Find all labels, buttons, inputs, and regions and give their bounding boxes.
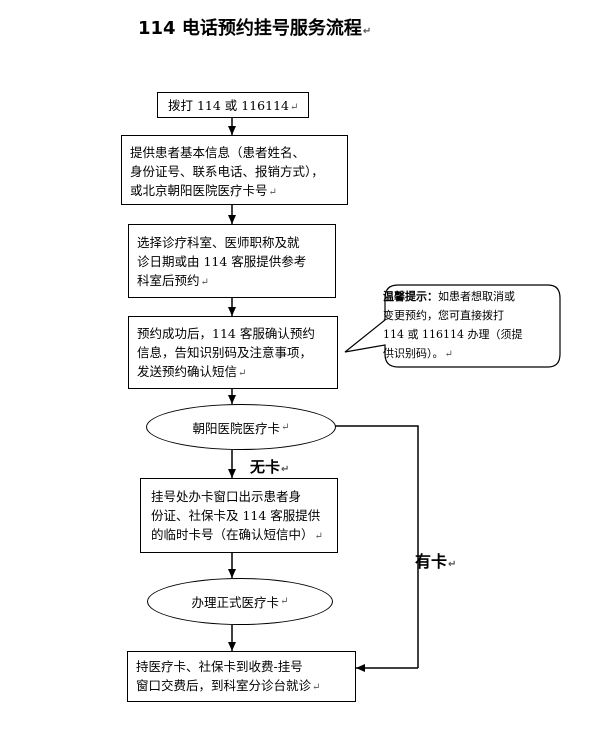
step-select-line: 选择诊疗科室、医师职称及就 <box>137 235 300 250</box>
step-final-line: 窗口交费后，到科室分诊台就诊 <box>136 678 312 693</box>
card-check-ellipse: 朝阳医院医疗卡↵ <box>146 404 336 450</box>
step-select-line: 诊日期或由 114 客服提供参考 <box>137 254 307 269</box>
page-title: 114 电话预约挂号服务流程↵ <box>138 18 372 39</box>
make-card-text: 办理正式医疗卡 <box>191 595 280 610</box>
tip-line: 供识别码）。 <box>383 347 444 360</box>
card-check-text: 朝阳医院医疗卡 <box>192 420 281 436</box>
tip-line: 如患者想取消或 <box>438 290 515 303</box>
arrow-has-card-path <box>335 425 419 668</box>
step-confirm-line: 预约成功后，114 客服确认预约 <box>137 326 315 341</box>
has-card-label: 有卡↵ <box>415 552 457 571</box>
step-temp-card-box: 挂号处办卡窗口出示患者身 份证、社保卡及 114 客服提供 的临时卡号（在确认短… <box>140 478 338 553</box>
tip-callout-text: 温馨提示：如患者想取消或 变更预约，您可直接拨打 114 或 116114 办理… <box>383 287 553 364</box>
no-card-label: 无卡↵ <box>250 458 290 476</box>
step-temp-card-line: 的临时卡号（在确认短信中） <box>151 527 314 542</box>
tip-label: 温馨提示： <box>383 290 438 303</box>
step-temp-card-line: 份证、社保卡及 114 客服提供 <box>151 508 321 523</box>
step-temp-card-line: 挂号处办卡窗口出示患者身 <box>151 489 302 504</box>
step-info-line: 身份证号、联系电话、报销方式）， <box>130 164 324 179</box>
step-call-box: 拨打 114 或 116114↵ <box>157 92 309 118</box>
step-call-text: 拨打 114 或 116114 <box>168 98 289 113</box>
step-final-line: 持医疗卡、社保卡到收费-挂号 <box>136 659 303 674</box>
step-select-box: 选择诊疗科室、医师职称及就 诊日期或由 114 客服提供参考 科室后预约↵ <box>128 224 336 298</box>
tip-callout-bubble <box>344 284 561 368</box>
make-card-ellipse: 办理正式医疗卡↵ <box>147 578 333 625</box>
tip-line: 变更预约，您可直接拨打 <box>383 309 504 322</box>
step-info-line: 或北京朝阳医院医疗卡号 <box>130 183 268 198</box>
step-select-line: 科室后预约 <box>137 273 200 288</box>
tip-line: 114 或 116114 办理（须提 <box>383 328 523 341</box>
step-confirm-line: 信息，告知识别码及注意事项， <box>137 345 313 360</box>
step-final-box: 持医疗卡、社保卡到收费-挂号 窗口交费后，到科室分诊台就诊↵ <box>127 651 356 702</box>
step-confirm-box: 预约成功后，114 客服确认预约 信息，告知识别码及注意事项， 发送预约确认短信… <box>128 316 338 389</box>
step-info-box: 提供患者基本信息（患者姓名、 身份证号、联系电话、报销方式）， 或北京朝阳医院医… <box>121 135 348 205</box>
step-confirm-line: 发送预约确认短信 <box>137 364 238 379</box>
step-info-line: 提供患者基本信息（患者姓名、 <box>130 145 306 160</box>
